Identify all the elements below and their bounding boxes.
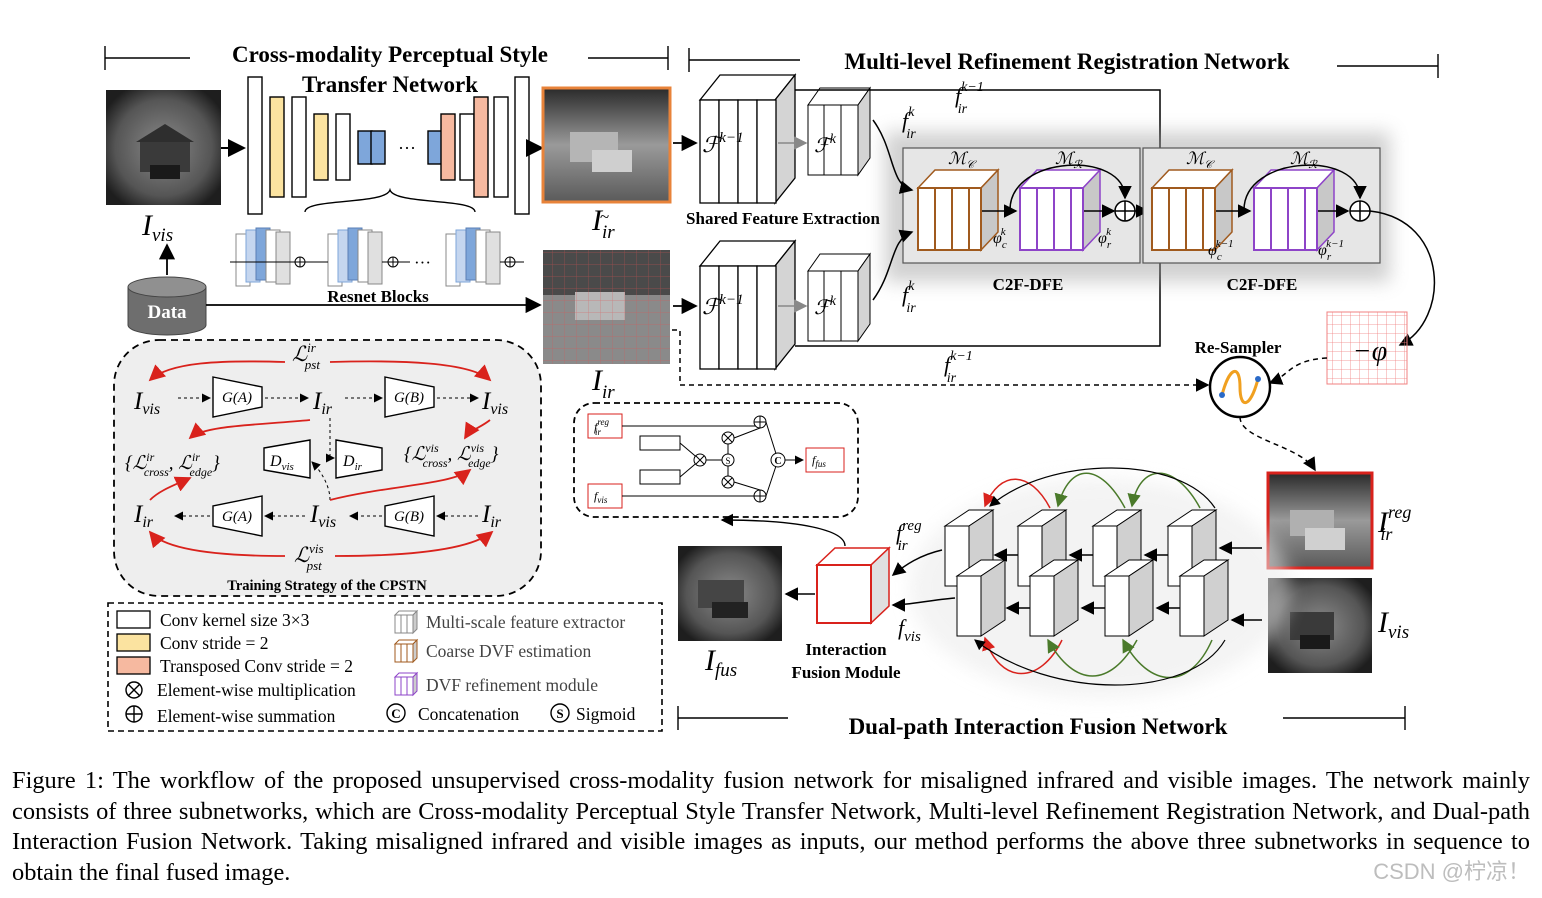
svg-text:Re-Sampler: Re-Sampler <box>1195 338 1282 357</box>
dpif-title: Dual-path Interaction Fusion Network <box>677 706 1406 739</box>
figure-caption: Figure 1: The workflow of the proposed u… <box>12 767 1530 886</box>
i-fus-label: Ifus <box>704 644 737 681</box>
svg-text:Dvis: Dvis <box>269 453 294 473</box>
visible-input-image <box>106 90 221 205</box>
i-ir-tilde-label: Iir~ <box>591 204 615 243</box>
svg-text:S: S <box>556 706 563 721</box>
mrrn-title: Multi-level Refinement Registration Netw… <box>688 48 1439 78</box>
svg-text:Ivis: Ivis <box>133 388 160 418</box>
i-vis-label-top: Ivis <box>141 209 173 246</box>
svg-text:C: C <box>774 456 781 467</box>
resnet-blocks: ··· Resnet Blocks <box>230 227 524 306</box>
svg-text:S: S <box>725 456 730 466</box>
svg-text:···: ··· <box>414 253 431 272</box>
dual-path-blocks <box>943 467 1262 686</box>
registered-ir-image <box>1266 471 1374 570</box>
svg-text:Multi-level Refinement Registr: Multi-level Refinement Registration Netw… <box>844 49 1289 74</box>
shared-feature-extractor-top: ℱk−1 ℱk <box>698 73 871 205</box>
svg-text:Training Strategy of the CPSTN: Training Strategy of the CPSTN <box>227 578 427 594</box>
csdn-watermark: CSDN @柠凉！ <box>1373 859 1530 884</box>
svg-text:C: C <box>391 706 400 721</box>
svg-text:Sigmoid: Sigmoid <box>576 704 636 724</box>
svg-text:Ivis: Ivis <box>481 388 508 418</box>
deformation-field-neg-phi: −φ <box>1326 311 1408 385</box>
resnet-brace <box>304 187 476 213</box>
svg-text:Iir: Iir <box>481 501 502 531</box>
svg-text:Resnet Blocks: Resnet Blocks <box>327 287 429 306</box>
svg-text:−φ: −φ <box>1353 336 1387 367</box>
svg-text:G(B): G(B) <box>394 390 424 406</box>
svg-text:Multi-scale feature extractor: Multi-scale feature extractor <box>426 612 625 632</box>
svg-text:Ivis: Ivis <box>309 501 336 531</box>
c2f-dfe-label-1: C2F-DFE <box>993 275 1064 294</box>
f-vis-label: fvis <box>898 615 921 645</box>
shared-feature-label: Shared Feature Extraction <box>686 209 880 228</box>
svg-text:Fusion Module: Fusion Module <box>791 663 901 682</box>
svg-text:Transposed Conv stride = 2: Transposed Conv stride = 2 <box>160 656 353 676</box>
svg-text:Transfer Network: Transfer Network <box>302 72 478 97</box>
cpst-generator-layers: ··· <box>247 76 530 215</box>
svg-text:Interaction: Interaction <box>805 640 887 659</box>
fused-output-image <box>678 546 782 641</box>
svg-text:G(A): G(A) <box>222 390 252 406</box>
svg-text:φck: φck <box>993 226 1007 251</box>
c2f-dfe-block-1: ℳ𝒞 ℳℛ φck φrk <box>902 147 1141 264</box>
svg-text:Dual-path Interaction Fusion N: Dual-path Interaction Fusion Network <box>849 714 1228 739</box>
svg-text:φrk: φrk <box>1098 226 1112 251</box>
svg-text:Element-wise multiplication: Element-wise multiplication <box>157 680 356 700</box>
i-ir-label: Iir <box>591 364 615 403</box>
svg-text:Conv stride = 2: Conv stride = 2 <box>160 633 269 653</box>
svg-text:Dir: Dir <box>342 453 363 473</box>
svg-text:Coarse DVF estimation: Coarse DVF estimation <box>426 641 592 661</box>
c2f-dfe-block-2: ℳ𝒞 ℳℛ φck−1 φrk−1 <box>1142 147 1381 264</box>
svg-text:Data: Data <box>147 302 187 323</box>
translated-ir-image <box>541 86 672 204</box>
cpst-title: Cross-modality Perceptual Style Transfer… <box>104 42 669 97</box>
svg-text:DVF refinement module: DVF refinement module <box>426 675 598 695</box>
shared-feature-extractor-bottom: ℱk−1 ℱk <box>698 239 871 371</box>
misaligned-ir-image <box>543 250 670 364</box>
svg-text:Iir: Iir <box>312 388 333 418</box>
svg-text:Iir: Iir <box>133 501 154 531</box>
re-sampler: Re-Sampler <box>1195 338 1282 419</box>
svg-text:Concatenation: Concatenation <box>418 704 519 724</box>
interaction-fusion-module: Interaction Fusion Module <box>791 546 901 682</box>
legend-box: Conv kernel size 3×3 Conv stride = 2 Tra… <box>107 602 663 732</box>
data-cylinder: Data <box>127 276 207 336</box>
svg-text:G(A): G(A) <box>222 509 252 525</box>
svg-text:Element-wise summation: Element-wise summation <box>157 706 336 726</box>
svg-text:···: ··· <box>398 138 416 158</box>
svg-text:Conv kernel size 3×3: Conv kernel size 3×3 <box>160 610 310 630</box>
i-vis-label-right: Ivis <box>1377 606 1409 643</box>
svg-text:G(B): G(B) <box>394 509 424 525</box>
c2f-dfe-label-2: C2F-DFE <box>1227 275 1298 294</box>
svg-text:Cross-modality Perceptual Styl: Cross-modality Perceptual Style <box>232 42 548 67</box>
